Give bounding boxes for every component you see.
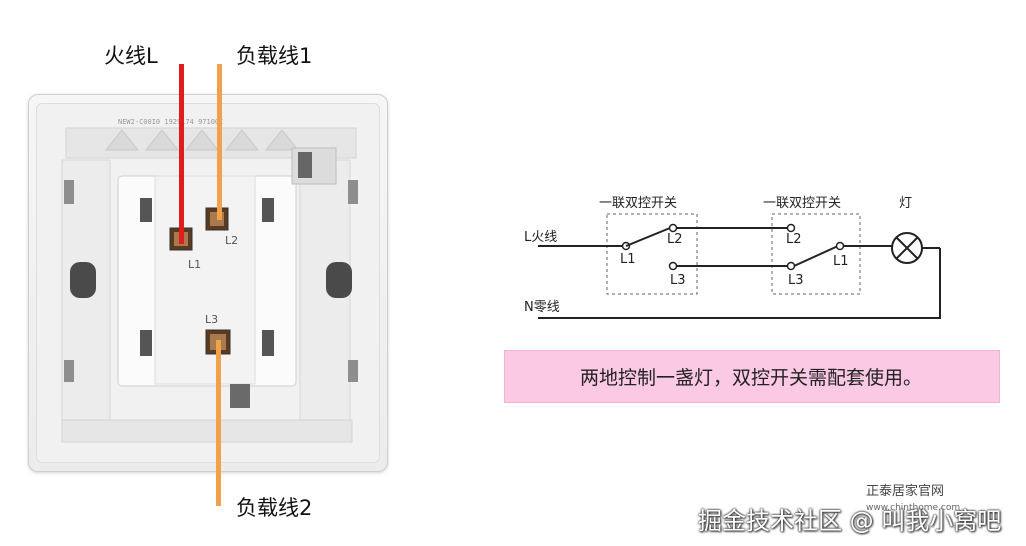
load-wire-2	[216, 340, 221, 506]
switch-2-l1: L1	[833, 254, 849, 269]
load-wire-1-label: 负载线1	[236, 44, 313, 68]
url-watermark: www.chinthome.com	[866, 503, 961, 513]
live-wire-label: 火线L	[104, 44, 158, 68]
switch-1-box	[606, 213, 698, 295]
load-wire-1	[217, 64, 222, 220]
switch-2-title: 一联双控开关	[763, 196, 842, 211]
terminal-l1-label: L1	[188, 258, 202, 271]
switch-back-details: NEW2-C00I0 1929174 97100I	[61, 118, 358, 443]
site-watermark: 正泰居家官网	[866, 484, 945, 499]
switch-2-l3: L3	[788, 273, 804, 288]
caption-text: 两地控制一盏灯，双控开关需配套使用。	[579, 367, 922, 389]
platform-watermark: 掘金技术社区 @ 叫我小窝吧	[698, 507, 1002, 535]
switch-1-l3: L3	[670, 273, 686, 288]
switch-1-title: 一联双控开关	[599, 196, 678, 211]
live-label: L火线	[524, 230, 558, 245]
switch-2-box	[771, 213, 861, 295]
switch-2-l2: L2	[786, 232, 802, 247]
model-text: NEW2-C00I0 1929174 97100I	[118, 118, 223, 126]
load-wire-2-label: 负载线2	[236, 496, 313, 520]
live-wire	[179, 64, 184, 244]
switch-1-blade	[625, 227, 671, 247]
wiring-diagram	[538, 213, 941, 319]
terminal-l2-label: L2	[225, 234, 239, 247]
terminal-l3-label: L3	[205, 313, 219, 326]
switch-1-l2: L2	[667, 232, 683, 247]
neutral-label: N零线	[524, 300, 560, 315]
caption-box	[504, 350, 1000, 403]
switch-2-blade	[793, 245, 839, 267]
switch-1-l1: L1	[620, 252, 636, 267]
lamp-title: 灯	[899, 196, 913, 211]
